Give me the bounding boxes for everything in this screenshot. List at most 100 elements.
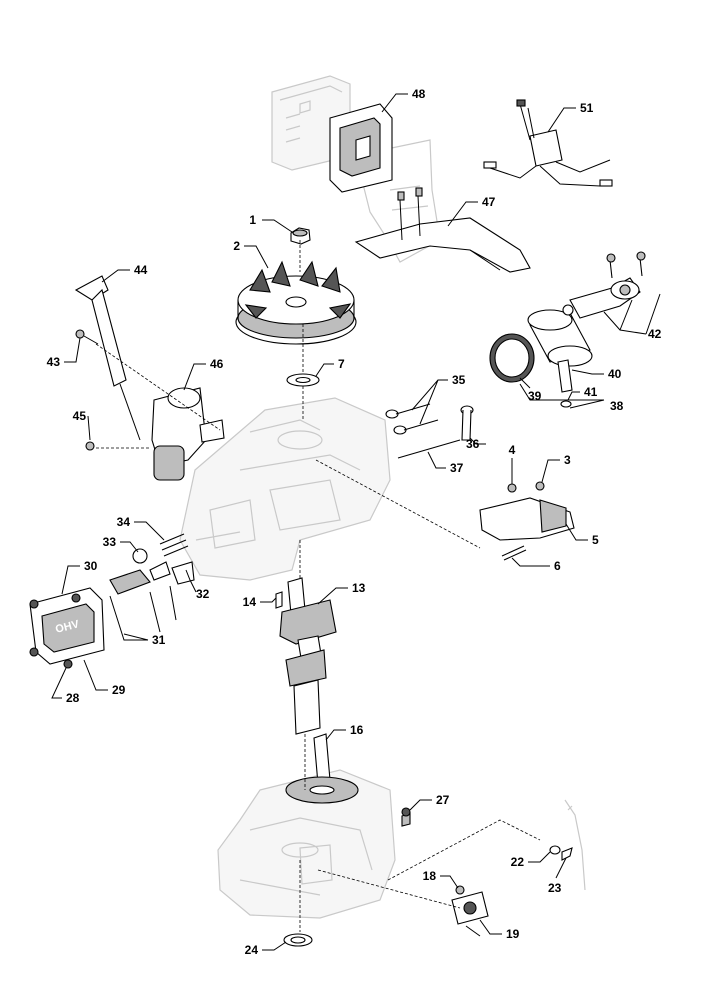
callout-7: 7: [315, 357, 345, 377]
link-clip: [561, 847, 573, 861]
callout-37: 37: [427, 451, 464, 475]
callout-47-label: 47: [482, 195, 496, 209]
ghost-control-rod: [564, 799, 586, 891]
oil-sensor: [451, 891, 489, 937]
callout-31-label: 31: [152, 633, 166, 647]
callout-39: 39: [519, 377, 542, 403]
crank-key: [275, 591, 283, 609]
bottom-seal: [283, 933, 313, 947]
callout-18-label: 18: [423, 869, 437, 883]
valves: [385, 403, 439, 435]
assembly-axis-lines: [95, 240, 541, 932]
callout-5: 5: [565, 523, 599, 547]
callout-44-label: 44: [134, 263, 148, 277]
dipstick: [74, 275, 141, 441]
callout-4-label: 4: [509, 443, 516, 457]
callout-41-label: 41: [584, 385, 598, 399]
callout-30: 30: [61, 559, 98, 595]
callout-39-label: 39: [528, 389, 542, 403]
callout-6-label: 6: [554, 559, 561, 573]
callout-14: 14: [243, 595, 277, 609]
callout-23-label: 23: [548, 881, 562, 895]
rocker-arms: [109, 533, 195, 595]
callout-24-label: 24: [245, 943, 259, 957]
callout-41: 41: [567, 385, 598, 401]
governor-bracket: [479, 481, 575, 541]
callout-35: 35: [411, 373, 466, 425]
governor-spring: [501, 545, 527, 561]
callout-51: 51: [547, 101, 594, 133]
callout-22: 22: [511, 851, 551, 869]
callout-7-label: 7: [338, 357, 345, 371]
callout-19-label: 19: [506, 927, 520, 941]
callout-48-label: 48: [412, 87, 426, 101]
callout-44: 44: [101, 263, 148, 283]
callout-38-label: 38: [610, 399, 624, 413]
callout-18: 18: [423, 869, 459, 889]
callout-2: 2: [233, 239, 269, 269]
callout-32: 32: [185, 569, 210, 601]
callout-27-label: 27: [436, 793, 450, 807]
ignition-coil: [151, 387, 225, 481]
callout-46: 46: [183, 357, 224, 391]
piston: [527, 304, 593, 367]
callout-32-label: 32: [196, 587, 210, 601]
callout-33: 33: [103, 535, 139, 553]
flywheel: [235, 260, 357, 345]
callout-27: 27: [409, 793, 450, 811]
piston-pin-clip: [560, 400, 572, 408]
callout-42-label: 42: [648, 327, 662, 341]
callout-51-label: 51: [580, 101, 594, 115]
callout-19: 19: [479, 919, 520, 941]
wire-harness-47: [354, 187, 531, 273]
flywheel-nut: [290, 227, 311, 245]
callout-43-label: 43: [47, 355, 61, 369]
flywheel-washer: [286, 373, 320, 387]
callout-47: 47: [447, 195, 496, 227]
callout-28: 28: [51, 667, 80, 705]
callout-40: 40: [571, 367, 622, 381]
callout-3-label: 3: [564, 453, 571, 467]
rocker-cover: OHV: [29, 587, 105, 669]
callout-13: 13: [317, 581, 366, 605]
ignition-module-51: [483, 99, 613, 187]
push-rod: [397, 439, 461, 459]
callout-28-label: 28: [66, 691, 80, 705]
callout-29-label: 29: [112, 683, 126, 697]
callout-37-label: 37: [450, 461, 464, 475]
callout-34-label: 34: [117, 515, 131, 529]
ghost-crankcase: [217, 769, 396, 919]
callout-16: 16: [325, 723, 364, 741]
callout-23: 23: [548, 857, 567, 895]
callout-34: 34: [117, 515, 165, 541]
callout-13-label: 13: [352, 581, 366, 595]
callout-46-label: 46: [210, 357, 224, 371]
camshaft: [285, 733, 359, 804]
callout-3: 3: [541, 453, 571, 483]
ghost-bracket-47: [361, 139, 441, 263]
connecting-rod: [569, 251, 646, 319]
callout-45: 45: [73, 409, 91, 441]
callout-14-label: 14: [243, 595, 257, 609]
callout-30-label: 30: [84, 559, 98, 573]
callout-43: 43: [47, 337, 81, 369]
callout-38: 38: [519, 383, 624, 413]
piston-pin: [557, 359, 573, 393]
callout-31: 31: [109, 585, 177, 647]
ghost-engine-block: [179, 397, 391, 581]
callout-29: 29: [83, 659, 126, 697]
callout-40-label: 40: [608, 367, 622, 381]
callout-33-label: 33: [103, 535, 117, 549]
callout-4: 4: [509, 443, 516, 484]
callout-6: 6: [511, 557, 561, 573]
crankcase-bolt: [401, 807, 411, 827]
callout-1: 1: [249, 213, 293, 233]
callout-42: 42: [603, 293, 662, 341]
battery-cover: [329, 103, 393, 193]
crankshaft: [279, 577, 337, 735]
coil-screw: [85, 441, 95, 451]
callout-5-label: 5: [592, 533, 599, 547]
piston-rings: [489, 333, 535, 383]
callout-1-label: 1: [249, 213, 256, 227]
